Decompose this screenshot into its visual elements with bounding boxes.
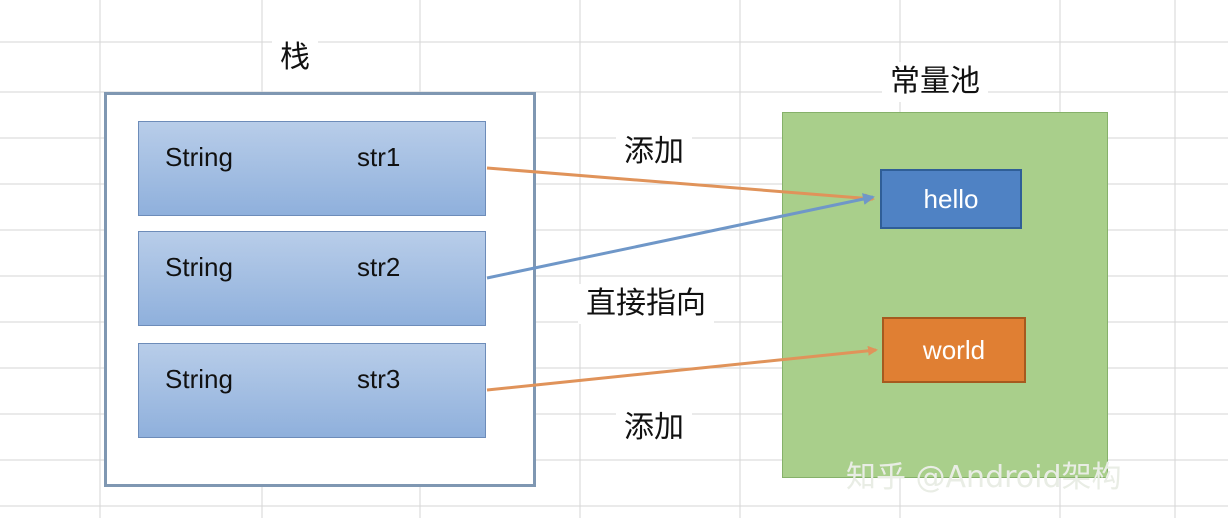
arrow-str2-to-hello [486,193,875,280]
arrow-str1-to-hello [486,166,875,204]
arrow-label-add-top: 添加 [616,132,692,172]
slot-variable: str1 [357,142,401,172]
slot-type: String [165,364,233,394]
pool-constant-hello: hello [880,169,1022,229]
arrow-label-direct: 直接指向 [578,284,714,324]
stack-slot-str1: String str1 [138,121,486,216]
stack-slot-str3: String str3 [138,343,486,438]
slot-variable: str3 [357,364,401,394]
watermark: 知乎 @Android架构 [846,460,1122,495]
stack-title: 栈 [272,38,318,78]
arrow-str3-to-world [486,345,878,392]
pool-constant-world: world [882,317,1026,383]
slot-variable: str2 [357,252,401,282]
stack-slot-str2: String str2 [138,231,486,326]
slot-type: String [165,252,233,282]
slot-type: String [165,142,233,172]
pool-title: 常量池 [882,62,988,102]
constant-pool [782,112,1108,478]
arrow-label-add-bottom: 添加 [616,408,692,448]
